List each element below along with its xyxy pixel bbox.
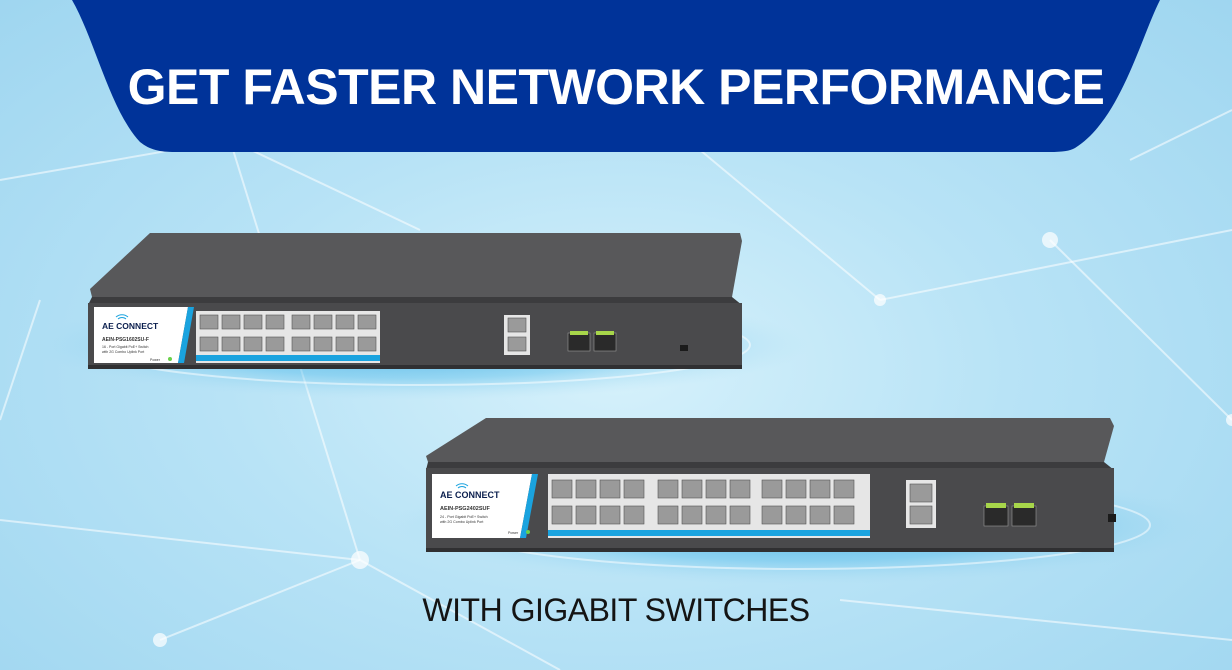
desc-line1-bottom: 24 - Port Gigabit PoE+ Switch	[440, 515, 488, 519]
desc-line2-bottom: with 2G Combo Uplink Port	[440, 520, 483, 524]
brand-logo-top: AE CONNECT	[102, 321, 159, 331]
sfp-ports	[983, 503, 1037, 527]
model-label-bottom: AEIN-PSG2402SUF	[440, 506, 490, 512]
power-led	[526, 530, 530, 534]
power-label-top: Power	[150, 358, 161, 362]
banner-title: GET FASTER NETWORK PERFORMANCE	[127, 59, 1105, 115]
rj45-port-block	[548, 474, 870, 538]
model-label-top: AEIN-PSG1602SU-F	[102, 337, 149, 343]
header-banner: GET FASTER NETWORK PERFORMANCE	[0, 0, 1232, 160]
banner-shape	[72, 0, 1160, 152]
uplink-ports	[906, 480, 936, 528]
desc-line1-top: 16 - Port Gigabit PoE+ Switch	[102, 345, 148, 349]
rj45-port-block	[196, 311, 380, 363]
switch-24-port: AE CONNECT AEIN-PSG2402SUF 24 - Port Gig…	[426, 418, 1116, 552]
console-port	[680, 345, 688, 351]
console-port	[1108, 514, 1116, 522]
power-led	[168, 357, 172, 361]
switch-16-port: AE CONNECT AEIN-PSG1602SU-F 16 - Port Gi…	[88, 233, 742, 369]
brand-logo-bottom: AE CONNECT	[440, 490, 500, 500]
sfp-ports	[567, 331, 617, 352]
desc-line2-top: with 2G Combo Uplink Port	[102, 350, 144, 354]
wifi-icon	[115, 314, 129, 320]
power-label-bottom: Power	[508, 531, 519, 535]
wifi-icon	[455, 483, 469, 489]
uplink-ports	[504, 315, 530, 355]
subtitle: WITH GIGABIT SWITCHES	[422, 592, 810, 628]
